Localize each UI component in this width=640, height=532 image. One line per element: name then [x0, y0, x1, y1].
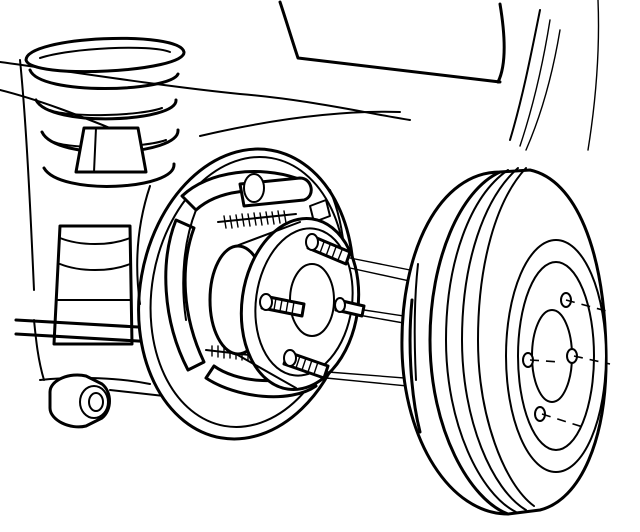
leader-dashes	[529, 299, 611, 429]
wheel-cylinder-icon	[238, 173, 331, 223]
wheel-stud-right	[334, 297, 366, 318]
coil-spring-icon	[24, 36, 186, 188]
stud-icon	[259, 233, 366, 380]
drum-stud-holes	[522, 292, 578, 422]
brake-drum-icon	[400, 167, 608, 516]
wheel-stud-top	[305, 233, 352, 266]
wheel-stud-left	[259, 293, 306, 318]
bolt-icon	[48, 373, 111, 429]
wheel-stud-bottom	[282, 349, 330, 380]
shock-absorber-icon	[52, 126, 148, 346]
